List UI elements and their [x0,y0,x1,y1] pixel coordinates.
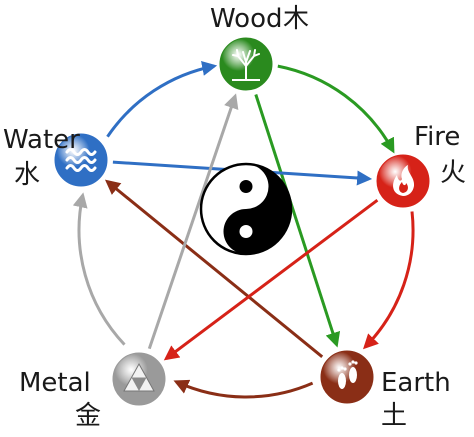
water-label: Water [3,125,80,155]
controlling-arrow-fire-metal [163,198,379,361]
generating-arrow-metal-water [72,192,126,346]
waves-icon [65,148,97,172]
earth-label: Earth [381,368,451,398]
controlling-arrow-metal-wood [147,93,239,350]
fire-label: Fire [414,122,460,152]
wood-glyph: 木 [283,4,309,34]
generating-arrow-earth-metal [173,379,314,399]
fire-node [376,154,430,208]
controlling-arrow-earth-water [104,179,324,358]
yin-yang-icon [199,162,293,256]
metal-node [112,352,166,406]
flame-icon [393,165,415,196]
earth-node [320,350,374,404]
fire-glyph: 火 [440,158,466,188]
tree-icon [232,49,260,81]
generating-cycle [72,61,415,399]
generating-arrow-fire-earth [362,211,415,350]
generating-arrow-wood-fire [277,64,395,154]
triforce-icon [123,362,155,392]
metal-label: Metal [19,368,91,398]
wood-node [219,37,273,91]
wood-label: Wood [210,4,283,34]
metal-glyph: 金 [75,401,101,431]
earth-glyph: 土 [381,401,407,431]
controlling-arrow-wood-earth [254,94,341,348]
generating-arrow-water-wood [106,61,218,138]
footprints-icon [337,360,358,389]
water-glyph: 水 [14,160,40,190]
water-node [54,133,108,187]
controlling-cycle [104,93,379,361]
